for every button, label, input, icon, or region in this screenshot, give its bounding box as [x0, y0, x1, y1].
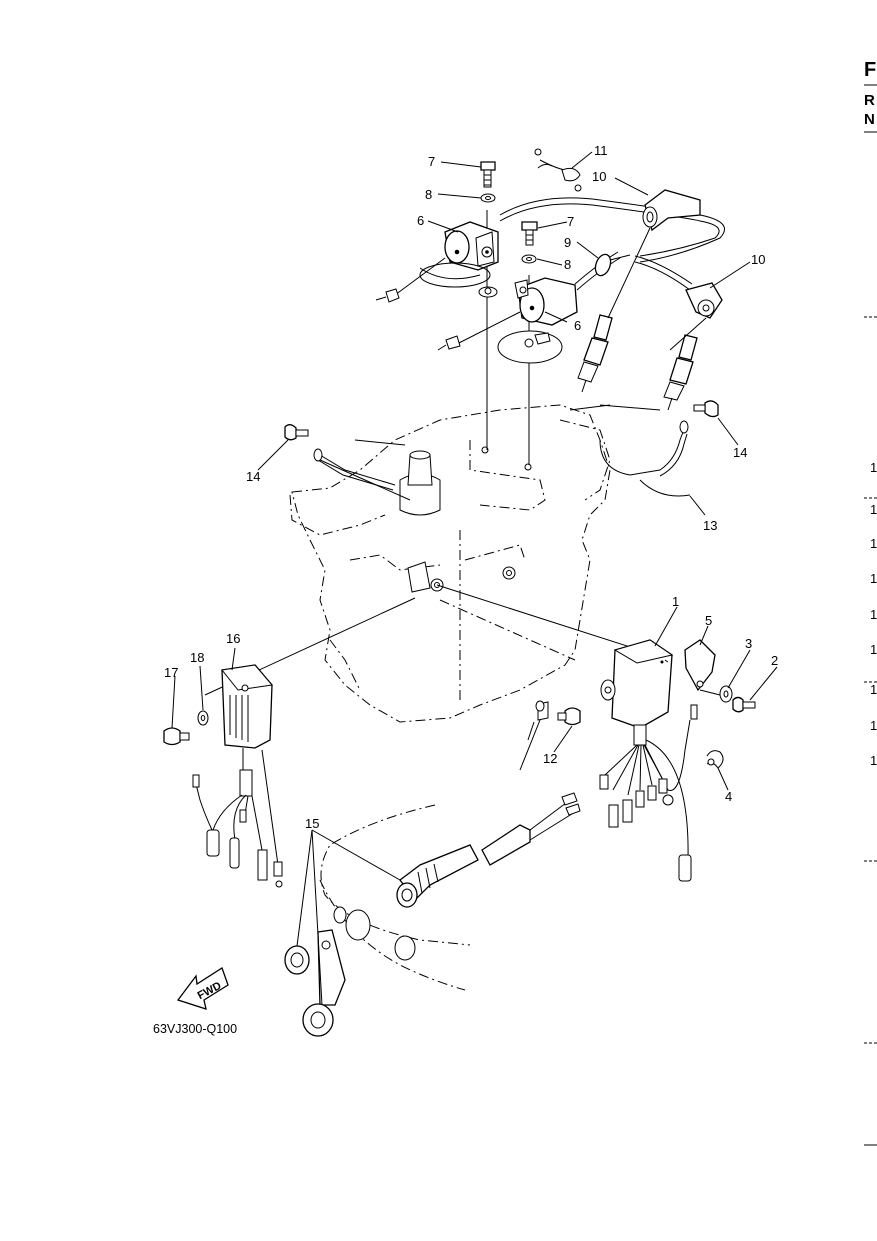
cdi-bracket — [684, 639, 716, 692]
header-letter-r: R — [864, 92, 875, 109]
callout-7: 7 — [428, 154, 435, 169]
edge-number: 1 — [870, 460, 877, 475]
callout-11: 11 — [594, 143, 608, 158]
spark-plug-cap — [642, 189, 701, 232]
callout-6: 6 — [574, 318, 581, 333]
screw — [284, 424, 309, 441]
ignition-coil — [514, 277, 578, 326]
callout-14: 14 — [733, 445, 747, 460]
bolt — [521, 221, 538, 246]
edge-numbers: 1 1 1 1 1 1 1 1 1 — [870, 460, 877, 768]
coil-ground-plate — [419, 262, 563, 364]
cdi-unit — [600, 639, 674, 746]
ignition-coil — [419, 221, 499, 280]
crankshaft-boss — [399, 450, 441, 516]
callout-15: 15 — [305, 816, 319, 831]
callout-1: 1 — [672, 594, 679, 609]
wire-clip — [706, 750, 724, 769]
callout-13: 13 — [703, 518, 717, 533]
callout-8: 8 — [564, 257, 571, 272]
callout-10: 10 — [592, 169, 606, 184]
edge-number: 1 — [870, 536, 877, 551]
bolt — [163, 727, 190, 746]
callout-18: 18 — [190, 650, 204, 665]
callout-numbers: 1 2 3 4 5 6 6 7 7 8 8 9 10 10 11 12 13 1… — [164, 143, 778, 831]
bolt — [527, 700, 581, 741]
callout-4: 4 — [725, 789, 732, 804]
ground-lead — [313, 420, 691, 497]
washer — [719, 685, 733, 703]
leader-lines — [171, 151, 778, 1006]
callout-8: 8 — [425, 187, 432, 202]
edge-number: 1 — [870, 642, 877, 657]
callout-9: 9 — [564, 235, 571, 250]
cdi-lead-wires — [599, 704, 698, 882]
edge-number: 1 — [870, 502, 877, 517]
callout-6: 6 — [417, 213, 424, 228]
callout-10: 10 — [751, 252, 765, 267]
harness-grommet — [396, 792, 581, 908]
callout-5: 5 — [705, 613, 712, 628]
cowling-grommet — [284, 929, 346, 1037]
edge-number: 1 — [870, 571, 877, 586]
header-letter-n: N — [864, 111, 875, 128]
callout-3: 3 — [745, 636, 752, 651]
rectifier-regulator — [221, 664, 273, 797]
washer — [480, 193, 537, 264]
engine-block-outline — [289, 404, 611, 723]
washer — [197, 710, 209, 726]
callout-16: 16 — [226, 631, 240, 646]
edge-number: 1 — [870, 682, 877, 697]
screw — [693, 400, 719, 418]
lower-cowling-outline — [319, 804, 471, 991]
callout-2: 2 — [771, 653, 778, 668]
edge-number: 1 — [870, 607, 877, 622]
fwd-arrow-icon: FWD — [176, 967, 229, 1010]
spark-plug — [577, 314, 613, 393]
callout-14: 14 — [246, 469, 260, 484]
spark-plug-cap — [685, 282, 723, 319]
edge-number: 1 — [870, 718, 877, 733]
cord-clip — [534, 148, 582, 192]
callout-7: 7 — [567, 214, 574, 229]
bolt — [732, 696, 756, 713]
edge-tick-marks — [864, 316, 877, 1146]
high-tension-cord — [499, 197, 725, 291]
callout-17: 17 — [164, 665, 178, 680]
coil-primary-lead — [375, 257, 521, 351]
bolt — [480, 161, 496, 188]
spark-plug — [663, 334, 698, 411]
drawing-code: 63VJ300-Q100 — [153, 1022, 237, 1036]
header-letter-f: F — [864, 59, 876, 81]
regulator-leads — [192, 748, 283, 888]
edge-number: 1 — [870, 753, 877, 768]
callout-12: 12 — [543, 751, 557, 766]
